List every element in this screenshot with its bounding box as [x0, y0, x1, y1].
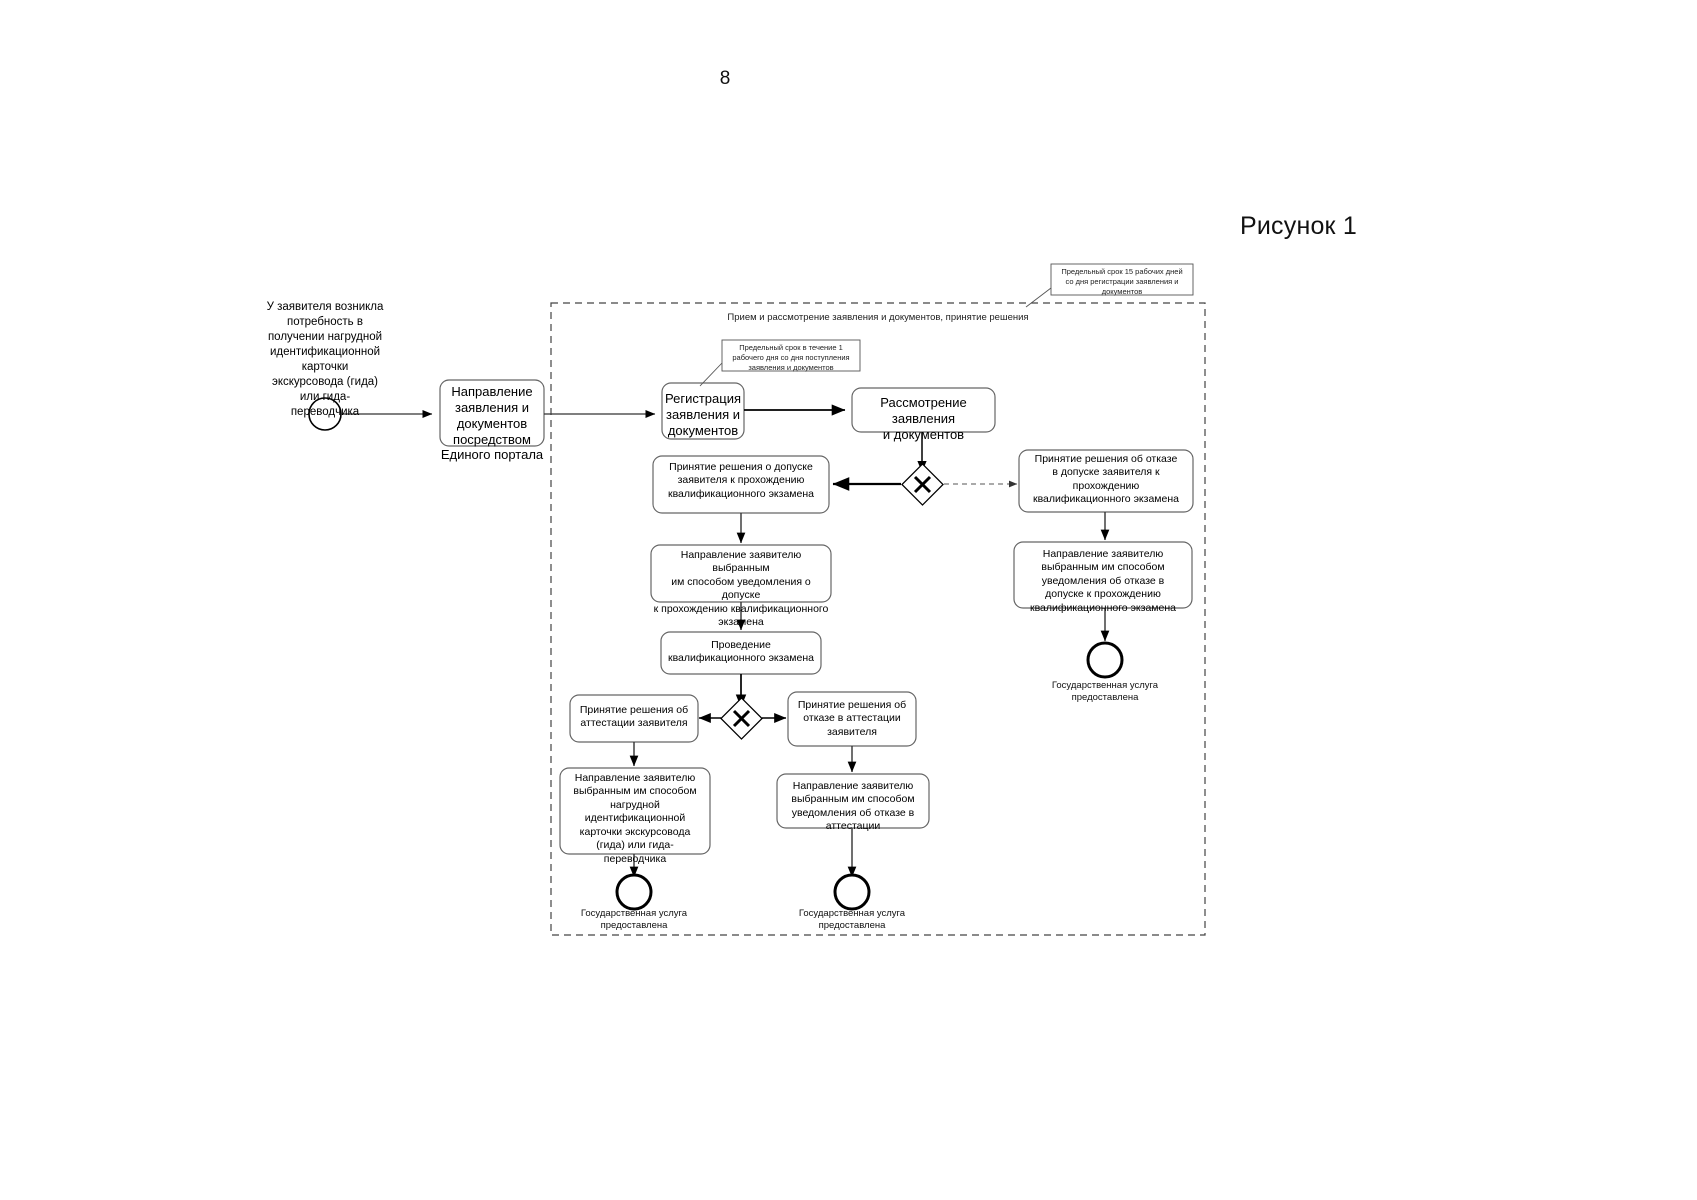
- figure-caption: Рисунок 1: [1240, 212, 1357, 240]
- start-event: [308, 397, 342, 431]
- end-event-refusal-admission: [1086, 641, 1124, 679]
- task-review-shape: [851, 387, 996, 433]
- end-event-refusal-attestation: [833, 873, 871, 911]
- task-decision-attest-shape: [569, 694, 699, 743]
- task-notify-refuse-attest-shape: [776, 773, 930, 829]
- task-registration-shape: [661, 382, 745, 440]
- task-decision-refuse-attest-shape: [787, 691, 917, 747]
- end-event-attested: [615, 873, 653, 911]
- annotation-1day-box: [721, 339, 861, 372]
- task-notify-admit-shape: [650, 544, 832, 603]
- task-decision-refuse-admission-shape: [1018, 449, 1194, 513]
- task-issue-card-shape: [559, 767, 711, 855]
- annotation-15days-box: [1050, 263, 1194, 296]
- gateway-admission-shape: [901, 463, 944, 506]
- task-exam-shape: [660, 631, 822, 675]
- task-notify-refuse-admission-shape: [1013, 541, 1193, 609]
- page-number: 8: [719, 68, 731, 89]
- gateway-attestation-shape: [720, 697, 763, 740]
- pool-boundary: [550, 302, 1206, 936]
- task-decision-admit-shape: [652, 455, 830, 514]
- task-submit-shape: [439, 379, 545, 447]
